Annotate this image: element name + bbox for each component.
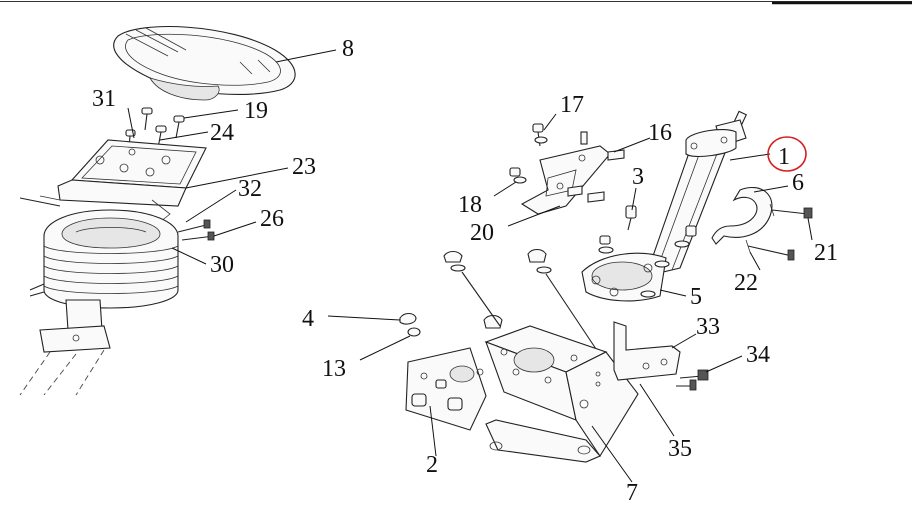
label-part-33: 33 <box>696 314 720 340</box>
label-part-31: 31 <box>92 86 116 112</box>
label-part-13: 13 <box>322 356 346 382</box>
label-part-16: 16 <box>648 120 672 146</box>
label-part-30: 30 <box>210 252 234 278</box>
left-assembly <box>19 26 296 396</box>
label-part-35: 35 <box>668 436 692 462</box>
label-part-1: 1 <box>778 144 790 170</box>
label-part-32: 32 <box>238 176 262 202</box>
label-part-2: 2 <box>426 452 438 478</box>
label-part-21: 21 <box>814 240 838 266</box>
label-part-5: 5 <box>690 284 702 310</box>
label-part-19: 19 <box>244 98 268 124</box>
switch-housing <box>19 139 207 223</box>
label-part-22: 22 <box>734 270 758 296</box>
label-part-23: 23 <box>292 154 316 180</box>
label-part-24: 24 <box>210 120 234 146</box>
long-bolts <box>443 248 611 371</box>
part-1-highlight-circle <box>767 136 807 172</box>
label-part-3: 3 <box>632 164 644 190</box>
upper-center-parts <box>509 123 637 231</box>
label-part-20: 20 <box>470 220 494 246</box>
label-part-18: 18 <box>458 192 482 218</box>
part-labels: 8 31 19 24 23 32 26 30 17 16 3 18 20 1 6… <box>92 36 838 506</box>
label-part-4: 4 <box>302 306 314 332</box>
lower-assembly <box>399 248 709 463</box>
label-part-8: 8 <box>342 36 354 62</box>
steering-column <box>581 110 813 302</box>
side-bolts <box>177 219 215 241</box>
label-part-7: 7 <box>626 480 638 506</box>
column-shaft-left <box>19 299 111 396</box>
label-part-6: 6 <box>792 170 804 196</box>
label-part-34: 34 <box>746 342 770 368</box>
label-part-17: 17 <box>560 92 584 118</box>
label-part-26: 26 <box>260 206 284 232</box>
rubber-boot <box>29 209 179 309</box>
steering-wheel-cover <box>113 26 296 101</box>
leader-lines <box>127 49 813 483</box>
